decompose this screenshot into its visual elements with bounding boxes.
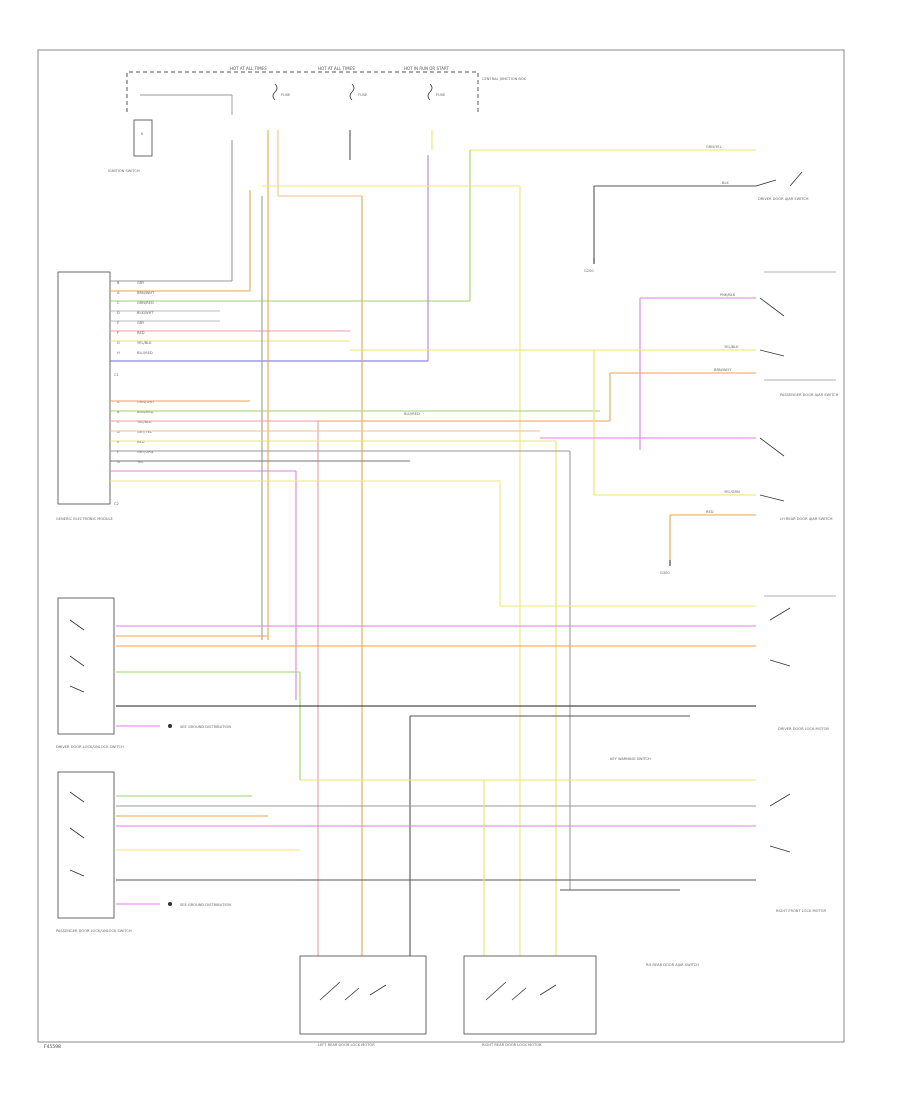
svg-text:FUSE: FUSE	[358, 93, 368, 97]
pin-code: D	[117, 311, 120, 315]
wires-group-1	[110, 140, 756, 362]
pin-code: A	[117, 400, 120, 404]
wire-label: BLK	[722, 181, 729, 185]
module-label: GENERIC ELECTRONIC MODULE	[56, 517, 114, 521]
pin-color: BRN/WHT	[137, 291, 155, 295]
driver-door-ajar-switch: DRIVER DOOR AJAR SWITCH	[755, 171, 809, 201]
circuit-label-2: HOT AT ALL TIMES	[318, 66, 355, 71]
module-connector-c2: C2	[114, 502, 119, 506]
wire-label: BLU/RED	[404, 412, 420, 416]
pin-code: B	[117, 410, 120, 414]
pin-color: GRY	[137, 281, 145, 285]
pin-code: E	[117, 321, 120, 325]
pin-color: RED	[137, 440, 145, 444]
pin-color: YEL/BLK	[137, 341, 152, 345]
pin-code: A	[117, 291, 120, 295]
right-side-wires	[318, 185, 756, 560]
pin-code: B	[117, 281, 120, 285]
pin-color: GRY	[137, 321, 145, 325]
ignition-switch: K IGNITION SWITCH	[108, 119, 153, 173]
rh-rear-door-ajar-label: RH REAR DOOR AJAR SWITCH	[646, 963, 699, 967]
see-grounds-label-1: SEE GROUND DISTRIBUTION	[180, 725, 231, 729]
circuit-label-1: HOT AT ALL TIMES	[230, 66, 267, 71]
driver-door-lock-motor: DRIVER DOOR LOCK MOTOR	[764, 595, 836, 731]
g300-label: G300	[660, 571, 670, 575]
pin-color: BLU/RED	[137, 351, 153, 355]
wire-label: PNK/BLK	[720, 293, 736, 297]
wire-label: YEL/BLK	[724, 345, 739, 349]
driver-switch-wires	[116, 625, 756, 956]
ground-g300: G300	[660, 560, 671, 575]
central-junction-box: HOT AT ALL TIMES HOT AT ALL TIMES HOT IN…	[126, 66, 526, 115]
pin-color: GRN/RED	[137, 301, 154, 305]
pin-code: C	[117, 301, 120, 305]
left-rear-door-lock-label: LEFT REAR DOOR LOCK MOTOR	[318, 1043, 375, 1047]
module-pins-group-1: GRY B BRN/WHT A GRN/RED C BLK/WHT D GRY …	[117, 281, 155, 355]
svg-text:K: K	[141, 132, 144, 136]
passenger-door-lock-switch: PASSENGER DOOR LOCK/UNLOCK SWITCH	[56, 771, 132, 933]
pin-code: E	[117, 440, 120, 444]
central-junction-box-label: CENTRAL JUNCTION BOX	[482, 77, 526, 81]
pin-code: F	[117, 331, 119, 335]
pin-color: ORN/WHT	[137, 400, 155, 404]
passenger-door-lock-switch-label: PASSENGER DOOR LOCK/UNLOCK SWITCH	[56, 929, 132, 933]
pin-color: BRN/RED	[137, 410, 154, 414]
lh-rear-door-ajar-label: LH REAR DOOR AJAR SWITCH	[780, 517, 833, 521]
see-grounds-label-2: SEE GROUND DISTRIBUTION	[180, 903, 231, 907]
svg-text:FUSE: FUSE	[436, 93, 446, 97]
pin-code: F	[117, 450, 119, 454]
pin-code: C	[117, 420, 120, 424]
circuit-label-3: HOT IN RUN OR START	[404, 66, 449, 71]
pin-color: BLK/WHT	[137, 311, 154, 315]
wire-label: YEL/GRN	[724, 490, 740, 494]
right-rear-door-lock-label: RIGHT REAR DOOR LOCK MOTOR	[482, 1043, 542, 1047]
ignition-switch-label: IGNITION SWITCH	[108, 169, 140, 173]
driver-door-ajar-label: DRIVER DOOR AJAR SWITCH	[758, 197, 809, 201]
diagram-frame	[37, 49, 845, 1043]
passenger-switch-wires	[116, 779, 756, 956]
pin-code: D	[117, 430, 120, 434]
ground-g200: G200	[584, 258, 595, 273]
pin-color: RED	[137, 331, 145, 335]
ground-ref-2: SEE GROUND DISTRIBUTION	[168, 902, 231, 907]
wire-labels: GRN/YEL BLK PNK/BLK YEL/BLK BRN/WHT YEL/…	[404, 145, 740, 514]
module-connector-c1: C1	[114, 373, 119, 377]
driver-door-lock-switch: DRIVER DOOR LOCK/UNLOCK SWITCH	[56, 597, 124, 749]
rh-rear-door-ajar: RH REAR DOOR AJAR SWITCH	[646, 963, 699, 967]
pin-code: G	[117, 460, 120, 464]
doc-code: F45598	[44, 1044, 61, 1050]
wire-label: RED	[706, 510, 714, 514]
svg-text:FUSE: FUSE	[281, 93, 291, 97]
wires-verticals	[249, 130, 521, 956]
wires-group-2	[110, 400, 756, 956]
pin-color: GRY/YEL	[137, 430, 152, 434]
generic-electronic-module: GENERIC ELECTRONIC MODULE C1 C2	[56, 271, 119, 521]
wire-label: BRN/WHT	[714, 368, 732, 372]
key-warning-label: KEY WARNING SWITCH	[610, 757, 651, 761]
wire-label: GRN/YEL	[706, 145, 722, 149]
pin-code: H	[117, 351, 120, 355]
pin-color: GRY/ORN	[137, 450, 154, 454]
right-front-lock-motor: RIGHT FRONT LOCK MOTOR	[769, 793, 826, 913]
passenger-door-ajar-switch: PASSENGER DOOR AJAR SWITCH	[759, 271, 839, 397]
ground-ref-1: SEE GROUND DISTRIBUTION	[168, 724, 231, 729]
passenger-door-ajar-label: PASSENGER DOOR AJAR SWITCH	[780, 393, 839, 397]
pin-color: YEL/BLK	[137, 420, 152, 424]
key-warning-switch: KEY WARNING SWITCH	[610, 757, 651, 761]
right-rear-door-lock: RIGHT REAR DOOR LOCK MOTOR	[463, 955, 597, 1047]
left-rear-door-lock: LEFT REAR DOOR LOCK MOTOR	[299, 955, 427, 1047]
pin-color: YEL	[137, 460, 143, 464]
lh-rear-door-ajar-switch: LH REAR DOOR AJAR SWITCH	[759, 437, 833, 521]
driver-door-lock-switch-label: DRIVER DOOR LOCK/UNLOCK SWITCH	[56, 745, 124, 749]
right-front-lock-label: RIGHT FRONT LOCK MOTOR	[776, 909, 826, 913]
pin-code: G	[117, 341, 120, 345]
module-pins-group-2: ORN/WHT A BRN/RED B YEL/BLK C GRY/YEL D …	[117, 400, 155, 464]
driver-door-lock-motor-label: DRIVER DOOR LOCK MOTOR	[778, 727, 829, 731]
g200-label: G200	[584, 269, 594, 273]
